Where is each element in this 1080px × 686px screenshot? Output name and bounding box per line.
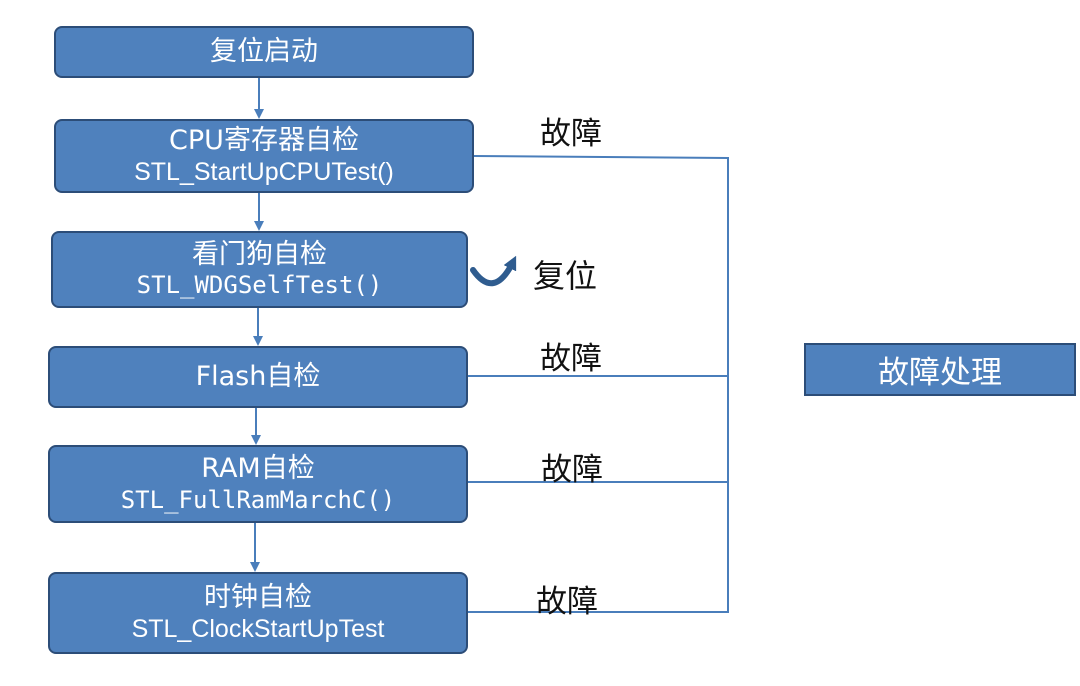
step-function: STL_StartUpCPUTest() [134,158,394,187]
fault-handler-label: 故障处理 [878,355,1002,391]
fault-label-clock: 故障 [536,584,598,620]
step-title: RAM自检 [201,453,315,485]
step-cpu-register-test: CPU寄存器自检 STL_StartUpCPUTest() [54,119,474,193]
step-title: 复位启动 [210,35,318,67]
step-ram-test: RAM自检 STL_FullRamMarchC() [48,445,468,523]
step-title: 看门狗自检 [192,238,327,270]
step-clock-test: 时钟自检 STL_ClockStartUpTest [48,572,468,654]
reset-label: 复位 [533,257,598,295]
step-reset-start: 复位启动 [54,26,474,78]
step-watchdog-test: 看门狗自检 STL_WDGSelfTest() [51,231,468,308]
step-title: 时钟自检 [204,581,312,613]
step-flash-test: Flash自检 [48,346,468,408]
fault-label-cpu: 故障 [540,116,602,152]
step-function: STL_FullRamMarchC() [120,485,396,514]
reset-curve-arrow [470,255,517,287]
fault-line-cpu [473,155,729,159]
step-function: STL_ClockStartUpTest [131,615,385,644]
step-title: CPU寄存器自检 [169,124,359,156]
step-function: STL_WDGSelfTest() [136,271,383,300]
fault-label-ram: 故障 [541,452,603,488]
fault-label-flash: 故障 [540,341,602,377]
fault-handler-box: 故障处理 [804,343,1076,396]
step-title: Flash自检 [195,360,321,392]
